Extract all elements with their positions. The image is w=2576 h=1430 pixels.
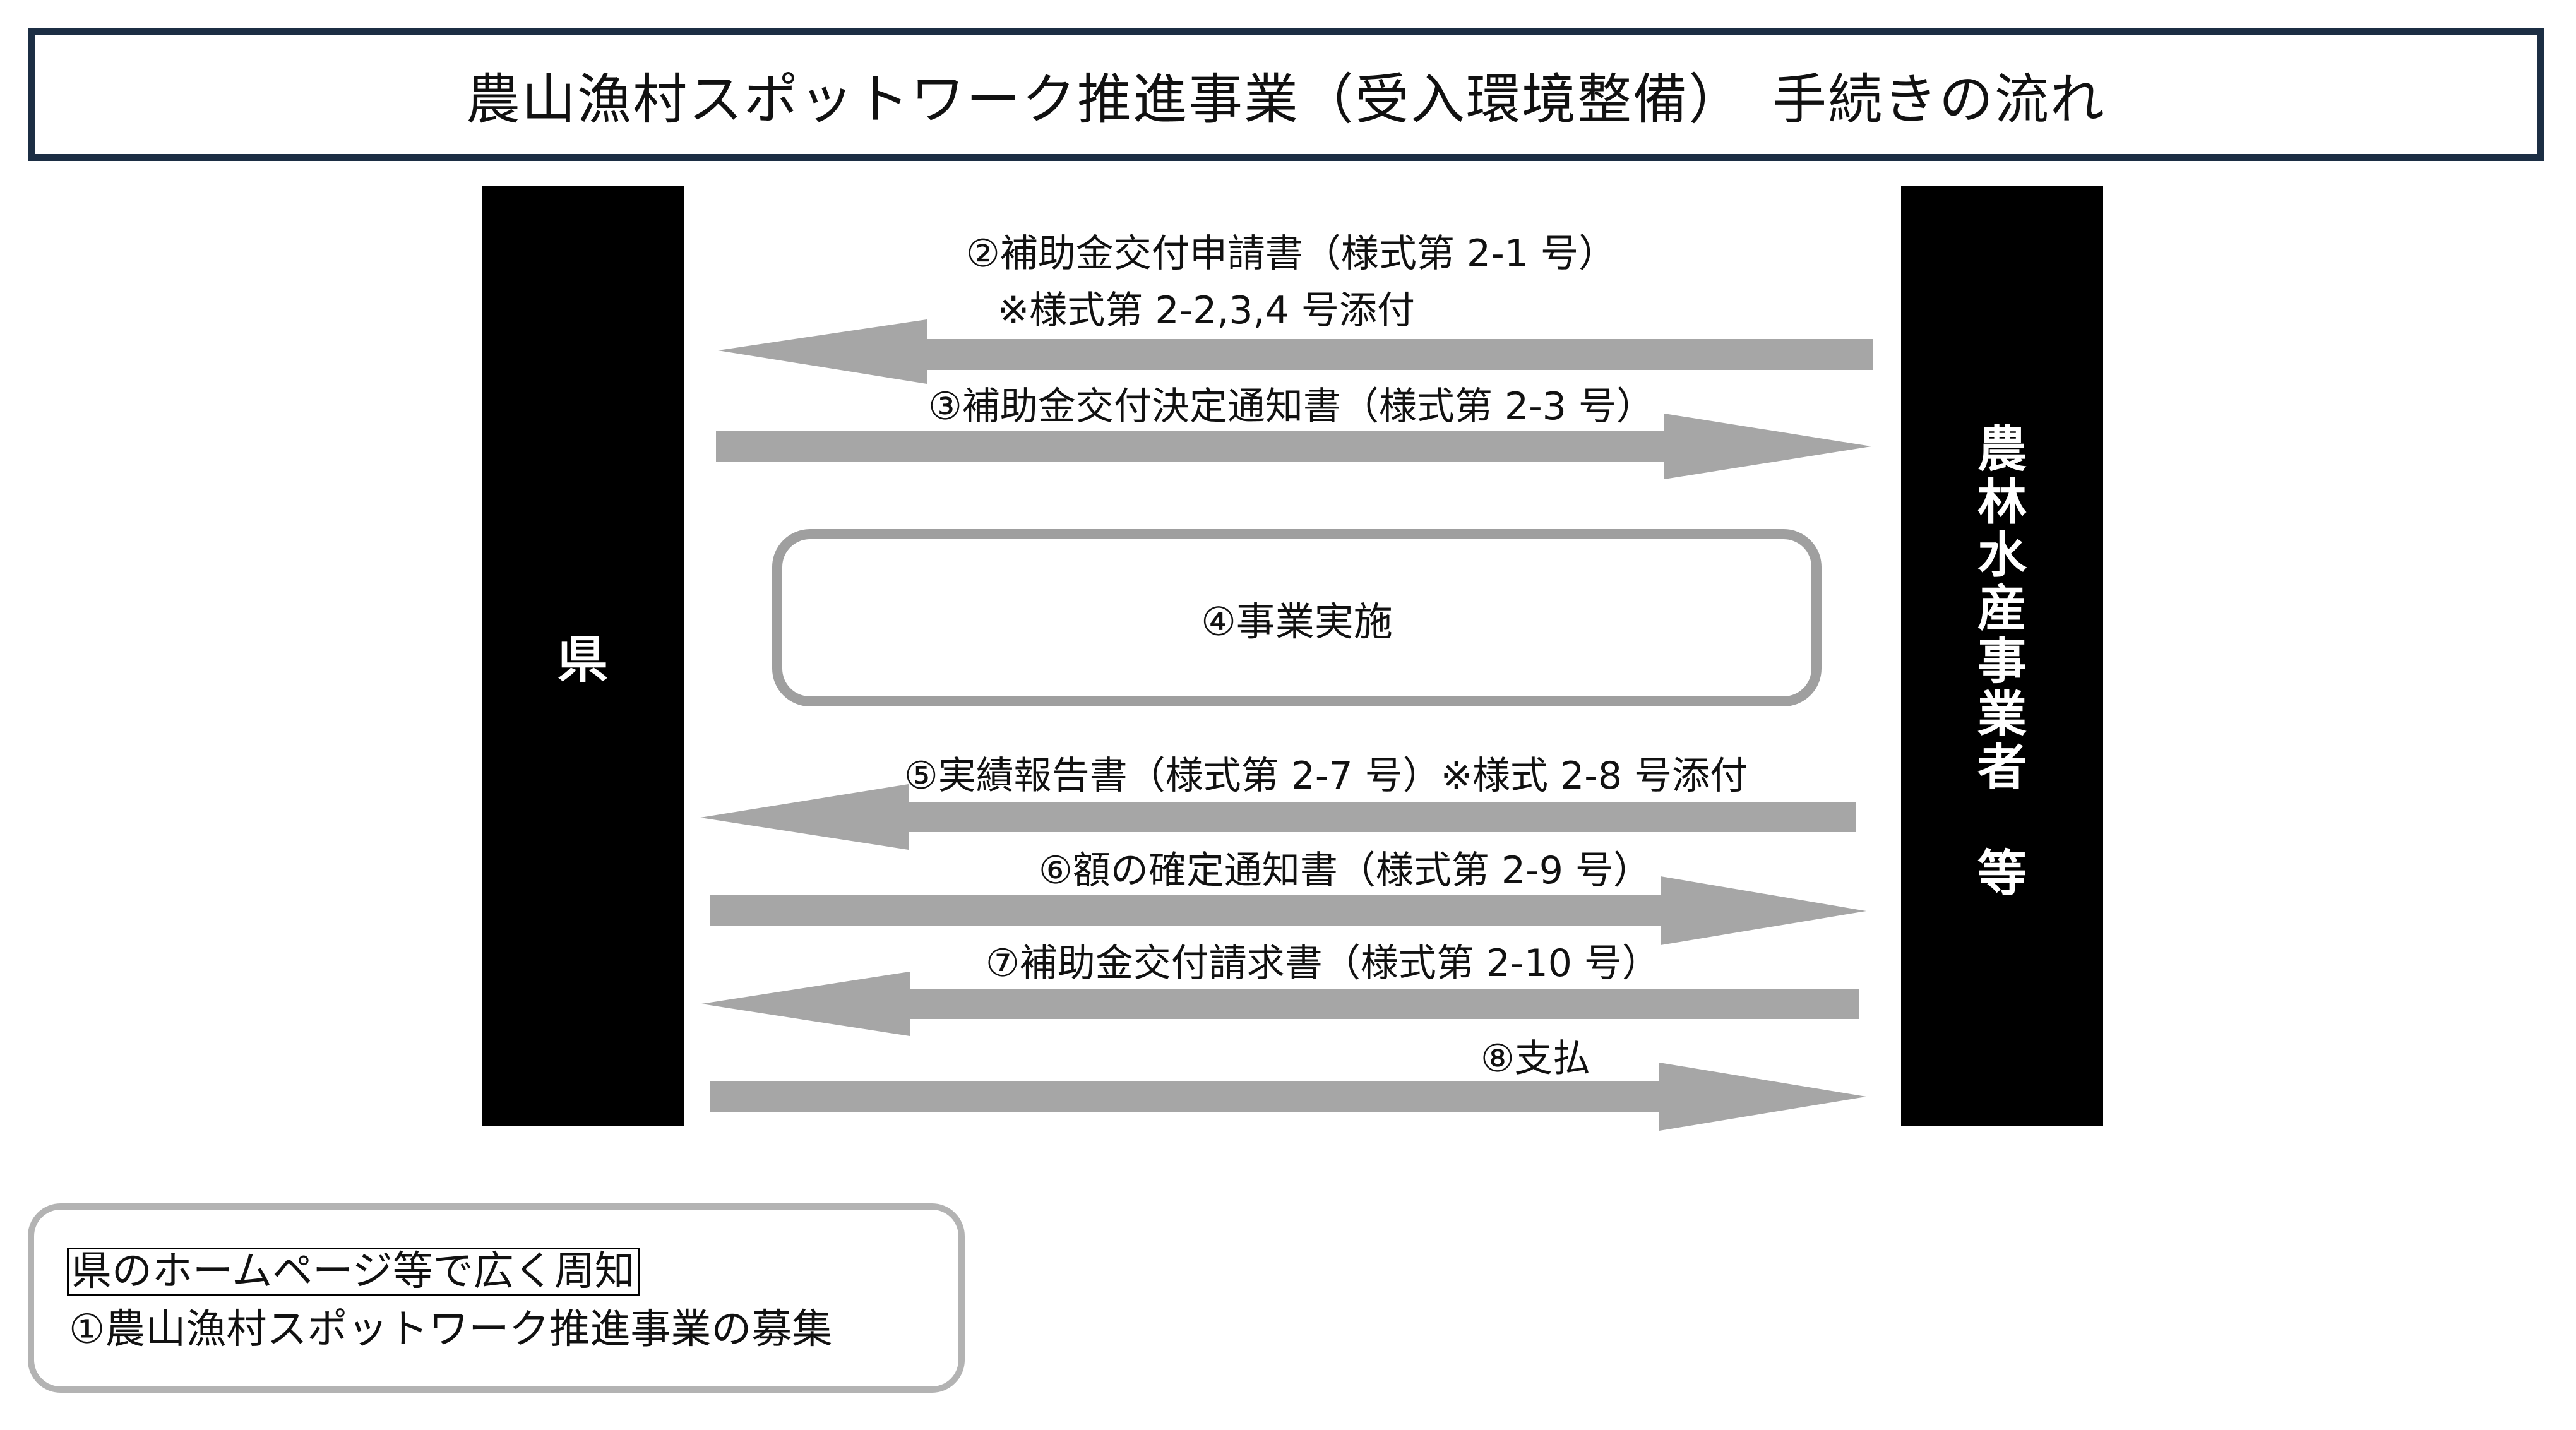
- notice-heading: 県のホームページ等で広く周知: [67, 1248, 640, 1296]
- step4-label: ④事業実施: [1201, 598, 1393, 645]
- step4-box: ④事業実施: [772, 529, 1822, 706]
- prefecture-label: 県: [558, 631, 608, 689]
- step5-label: ⑤実績報告書（様式第 2-7 号）※様式 2-8 号添付: [903, 754, 1748, 798]
- operator-label-char: 水: [1977, 527, 2027, 584]
- step2-note: ※様式第 2-2,3,4 号添付: [998, 289, 1415, 333]
- arrow-left-step2: [718, 319, 1873, 384]
- step6-label: ⑥額の確定通知書（様式第 2-9 号）: [1039, 849, 1651, 893]
- step3-label: ③補助金交付決定通知書（様式第 2-3 号）: [928, 384, 1654, 429]
- operator-label-char: 者: [1977, 739, 2027, 796]
- arrow-left-step7: [701, 972, 1859, 1036]
- arrow-left-step5: [700, 784, 1856, 850]
- operator-party-bar: 農 林 水 産 事 業 者 等: [1901, 186, 2103, 1126]
- operator-label-char: 事: [1977, 633, 2027, 690]
- title-box: 農山漁村スポットワーク推進事業（受入環境整備） 手続きの流れ: [28, 28, 2544, 161]
- notice-item: ①農山漁村スポットワーク推進事業の募集: [69, 1306, 833, 1353]
- step8-label: ⑧支払: [1481, 1037, 1590, 1081]
- operator-label-char: 産: [1977, 580, 2027, 637]
- step7-label: ⑦補助金交付請求書（様式第 2-10 号）: [985, 941, 1661, 986]
- arrow-right-step8: [710, 1063, 1866, 1131]
- arrow-right-step6: [710, 876, 1866, 945]
- page-title: 農山漁村スポットワーク推進事業（受入環境整備） 手続きの流れ: [466, 68, 2106, 131]
- operator-label-char: 業: [1977, 686, 2027, 743]
- operator-label-char: 農: [1977, 421, 2027, 478]
- operator-label-char: 等: [1977, 845, 2027, 902]
- operator-label-char: 林: [1977, 474, 2027, 531]
- step2-label: ②補助金交付申請書（様式第 2-1 号）: [966, 232, 1616, 276]
- prefecture-party-bar: 県: [482, 186, 684, 1126]
- notice-box: 県のホームページ等で広く周知 ①農山漁村スポットワーク推進事業の募集: [28, 1203, 965, 1393]
- arrow-right-step3: [716, 414, 1871, 479]
